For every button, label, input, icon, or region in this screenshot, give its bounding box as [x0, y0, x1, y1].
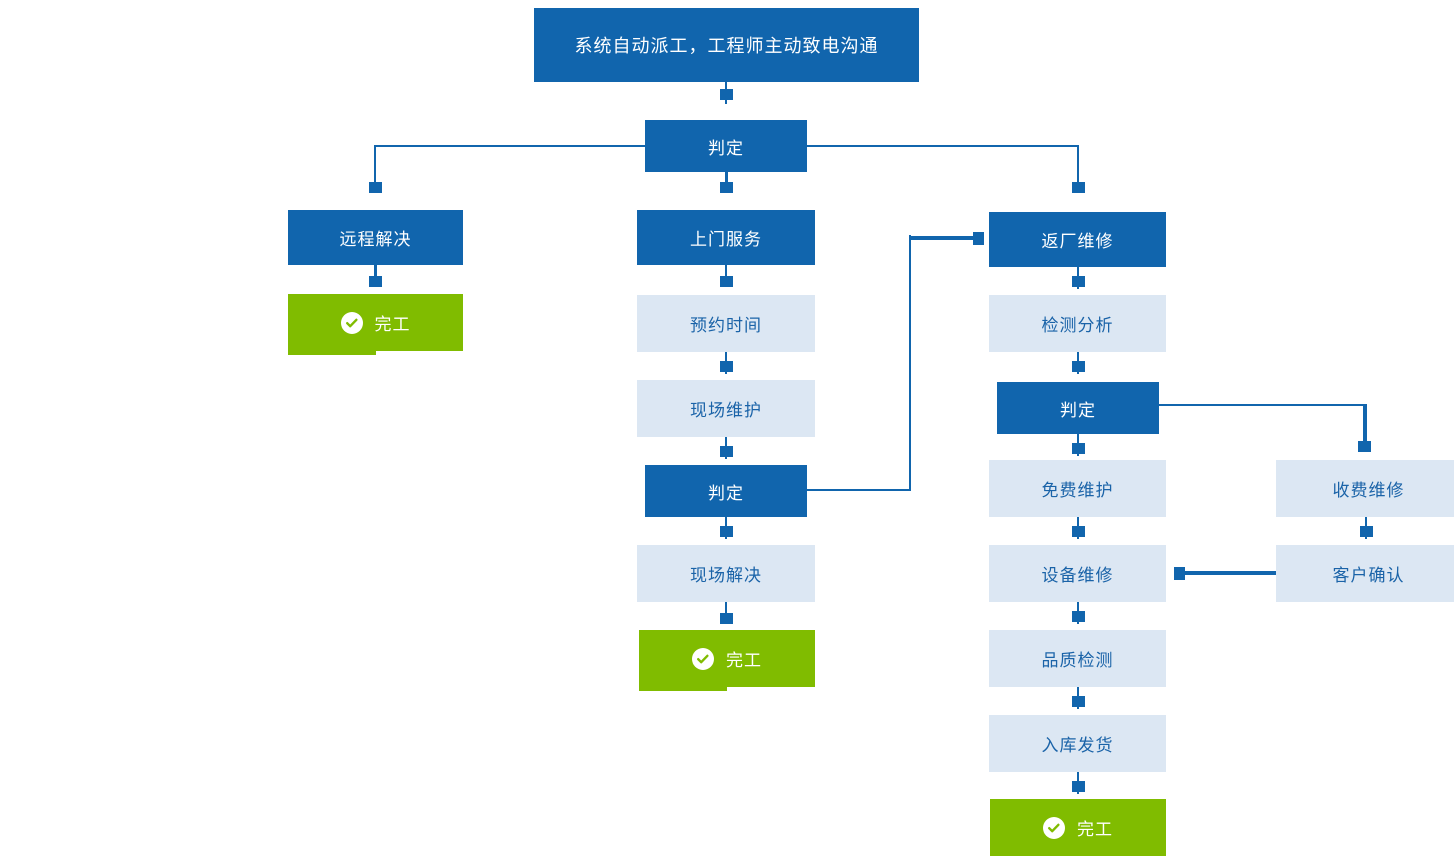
node-free-maintain-label: 免费维护 [1041, 481, 1114, 501]
node-onsite-maintain-label: 现场维护 [690, 401, 762, 421]
node-quality-check[interactable]: 品质检测 [989, 630, 1166, 687]
node-appointment-time[interactable]: 预约时间 [637, 295, 815, 352]
loop-onsite-to-factory-h1 [807, 489, 911, 491]
node-decision-onsite[interactable]: 判定 [645, 465, 807, 517]
node-paid-repair-label: 收费维修 [1332, 481, 1405, 501]
check-circle-icon [1043, 816, 1065, 839]
rail-decision-right [805, 145, 1079, 147]
node-decision-top-label: 判定 [708, 138, 744, 159]
node-onsite-resolved[interactable]: 现场解决 [637, 545, 815, 602]
arrow-head-maintain-decision [720, 446, 733, 457]
loop-onsite-to-factory-h2 [909, 236, 979, 240]
node-onsite-resolved-label: 现场解决 [690, 566, 762, 586]
arrow-head-inspect-decision [1072, 361, 1085, 372]
node-onsite-service[interactable]: 上门服务 [637, 210, 815, 265]
arrow-head-remote-done [369, 276, 382, 287]
node-dispatch-label: 系统自动派工，工程师主动致电沟通 [574, 36, 879, 57]
done-onsite-notch [639, 687, 727, 691]
node-decision-onsite-label: 判定 [708, 483, 744, 504]
arrow-head-decision-onsite-down [720, 526, 733, 537]
node-remote-solve-label: 远程解决 [339, 230, 412, 250]
branch-factory-to-paid-h [1159, 404, 1367, 406]
decision-top-notch [725, 172, 728, 184]
rail-decision-left [375, 145, 647, 147]
arrow-head-feedback-equipment [1174, 567, 1185, 580]
node-done-remote-label: 完工 [374, 315, 411, 335]
arrow-head-free-equipment [1072, 526, 1085, 537]
arrow-head-dispatch [720, 89, 733, 100]
arrow-head-stock-done [1072, 781, 1085, 792]
done-remote-notch [288, 351, 376, 355]
node-decision-factory-label: 判定 [1060, 400, 1096, 421]
arrow-head-paid-repair [1358, 441, 1371, 452]
node-stock-ship-label: 入库发货 [1041, 736, 1114, 756]
node-appointment-time-label: 预约时间 [690, 316, 762, 336]
remote-solve-notch [374, 265, 377, 277]
check-circle-icon [692, 647, 714, 670]
node-onsite-maintain[interactable]: 现场维护 [637, 380, 815, 437]
node-customer-confirm-label: 客户确认 [1332, 566, 1405, 586]
node-dispatch[interactable]: 系统自动派工，工程师主动致电沟通 [534, 8, 919, 82]
rail-drop-right [1077, 145, 1079, 188]
node-quality-check-label: 品质检测 [1041, 651, 1114, 671]
node-decision-factory[interactable]: 判定 [997, 382, 1159, 434]
node-factory-repair-label: 返厂维修 [1041, 232, 1114, 252]
loop-onsite-to-factory-v [909, 235, 911, 491]
node-customer-confirm[interactable]: 客户确认 [1276, 545, 1454, 602]
arrow-head-quality-stock [1072, 696, 1085, 707]
arrow-head-onsite-appointment [720, 276, 733, 287]
node-equipment-repair-label: 设备维修 [1041, 566, 1114, 586]
node-factory-repair[interactable]: 返厂维修 [989, 212, 1166, 267]
node-done-onsite-label: 完工 [726, 651, 762, 671]
branch-factory-to-paid-v [1363, 404, 1367, 450]
node-equipment-repair[interactable]: 设备维修 [989, 545, 1166, 602]
arrow-head-right-branch [1072, 182, 1085, 193]
feedback-confirm-to-equipment [1178, 571, 1286, 575]
node-done-factory[interactable]: 完工 [990, 799, 1166, 856]
rail-drop-left [374, 145, 376, 188]
arrow-head-paid-confirm [1360, 526, 1373, 537]
arrow-head-loop-factory [973, 232, 984, 245]
check-circle-icon [340, 311, 363, 334]
node-paid-repair[interactable]: 收费维修 [1276, 460, 1454, 517]
arrow-head-resolved-done [720, 613, 733, 624]
node-remote-solve[interactable]: 远程解决 [288, 210, 463, 265]
arrow-head-decision-factory-down [1072, 443, 1085, 454]
node-onsite-service-label: 上门服务 [690, 230, 762, 250]
arrow-head-left-branch [369, 182, 382, 193]
node-inspect-analyze-label: 检测分析 [1041, 316, 1114, 336]
node-done-onsite[interactable]: 完工 [639, 630, 815, 687]
node-done-remote[interactable]: 完工 [288, 294, 463, 351]
node-free-maintain[interactable]: 免费维护 [989, 460, 1166, 517]
arrow-head-factory-inspect [1072, 276, 1085, 287]
node-done-factory-label: 完工 [1077, 820, 1113, 840]
arrow-head-appointment-maintain [720, 361, 733, 372]
node-decision-top[interactable]: 判定 [645, 120, 807, 172]
arrow-head-mid-branch [720, 182, 733, 193]
node-stock-ship[interactable]: 入库发货 [989, 715, 1166, 772]
node-inspect-analyze[interactable]: 检测分析 [989, 295, 1166, 352]
arrow-head-equipment-quality [1072, 611, 1085, 622]
